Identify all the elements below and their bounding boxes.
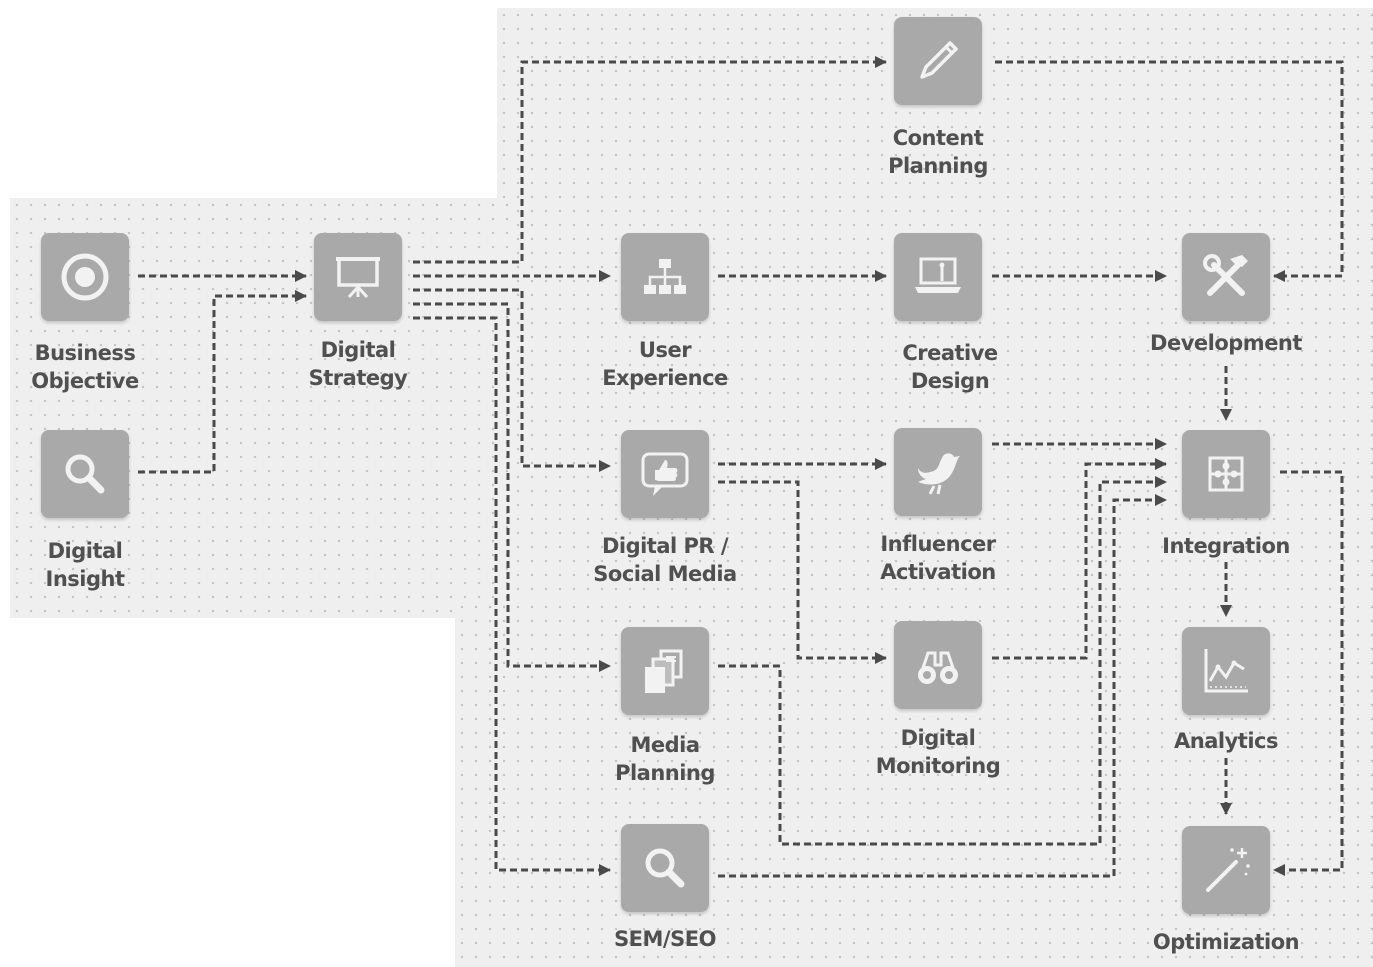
pencil-icon [894, 17, 982, 105]
connector-content-planning-to-development [995, 60, 1344, 282]
node-creative-design: Creative Design [894, 233, 998, 393]
label-line: Activation [880, 560, 996, 584]
node-content-planning: Content Planning [888, 17, 988, 178]
node-integration: Integration [1162, 430, 1290, 558]
node-digital-strategy: Digital Strategy [309, 233, 408, 390]
magnifier-icon [41, 430, 129, 518]
label-integration: Integration [1142, 532, 1310, 560]
connector-sem-seo-to-integration [718, 494, 1167, 878]
label-line: Media [630, 733, 700, 757]
laptop-icon [894, 233, 982, 321]
label-analytics: Analytics [1142, 727, 1310, 755]
presentation-board-icon [314, 233, 402, 321]
magic-wand-icon [1182, 826, 1270, 914]
label-line: Creative [902, 341, 998, 365]
label-line: Analytics [1174, 729, 1278, 753]
documents-icon [621, 627, 709, 715]
label-optimization: Optimization [1142, 928, 1310, 956]
node-digital-insight: Digital Insight [41, 430, 129, 591]
label-line: Monitoring [875, 754, 1001, 778]
connector-digital-strategy-to-content-planning [413, 56, 887, 264]
target-icon [41, 233, 129, 321]
node-optimization: Optimization [1153, 826, 1300, 954]
label-line: Insight [45, 567, 125, 591]
label-development: Development [1142, 329, 1310, 357]
label-line: Influencer [880, 532, 996, 556]
node-influencer-activation: Influencer Activation [880, 428, 996, 584]
label-line: Content [892, 126, 984, 150]
connector-digital-strategy-to-media-planning [413, 302, 611, 672]
connector-media-planning-to-integration [718, 476, 1167, 846]
label-digital-monitoring: Digital Monitoring [854, 724, 1022, 780]
label-line: Digital PR / [601, 534, 729, 558]
line-graph-icon [1182, 627, 1270, 715]
node-digital-monitoring: Digital Monitoring [876, 621, 1001, 778]
binoculars-icon [894, 621, 982, 709]
connector-digital-insight-to-digital-strategy [138, 290, 307, 474]
node-sem-seo: SEM/SEO [614, 824, 716, 951]
label-digital-insight: Digital Insight [1, 537, 169, 593]
label-line: Digital [320, 338, 396, 362]
label-line: Business [34, 341, 136, 365]
label-line: Experience [602, 366, 728, 390]
connector-digital-monitoring-to-integration [992, 458, 1167, 660]
node-media-planning: Media Planning [615, 627, 715, 785]
label-media-planning: Media Planning [581, 731, 749, 787]
bird-icon [894, 428, 982, 516]
thumbs-up-bubble-icon [621, 430, 709, 518]
label-line: Digital [47, 539, 123, 563]
label-content-planning: Content Planning [854, 124, 1022, 180]
label-line: Digital [900, 726, 976, 750]
label-line: Planning [888, 154, 988, 178]
magnifier-icon [621, 824, 709, 912]
node-development: Development [1150, 233, 1302, 355]
label-line: SEM/SEO [614, 927, 716, 951]
label-user-experience: User Experience [581, 336, 749, 392]
label-line: Objective [31, 369, 139, 393]
label-line: Social Media [593, 562, 737, 586]
label-digital-strategy: Digital Strategy [274, 336, 442, 392]
connector-digital-pr-to-digital-monitoring [718, 480, 887, 664]
node-business-objective: Business Objective [31, 233, 139, 393]
node-analytics: Analytics [1174, 627, 1278, 753]
puzzle-icon [1182, 430, 1270, 518]
label-business-objective: Business Objective [1, 339, 169, 395]
label-creative-design: Creative Design [866, 339, 1034, 395]
node-digital-pr-social-media: Digital PR / Social Media [593, 430, 737, 586]
label-line: Integration [1162, 534, 1290, 558]
label-influencer-activation: Influencer Activation [854, 530, 1022, 586]
label-digital-pr-social-media: Digital PR / Social Media [581, 532, 749, 588]
sitemap-icon [621, 233, 709, 321]
connector-digital-strategy-to-sem-seo [413, 316, 611, 876]
label-line: User [638, 338, 692, 362]
label-sem-seo: SEM/SEO [581, 925, 749, 953]
label-line: Strategy [308, 366, 408, 390]
label-line: Design [910, 369, 990, 393]
label-line: Development [1150, 331, 1302, 355]
node-user-experience: User Experience [602, 233, 728, 390]
tools-icon [1182, 233, 1270, 321]
label-line: Planning [615, 761, 715, 785]
label-line: Optimization [1152, 930, 1300, 954]
